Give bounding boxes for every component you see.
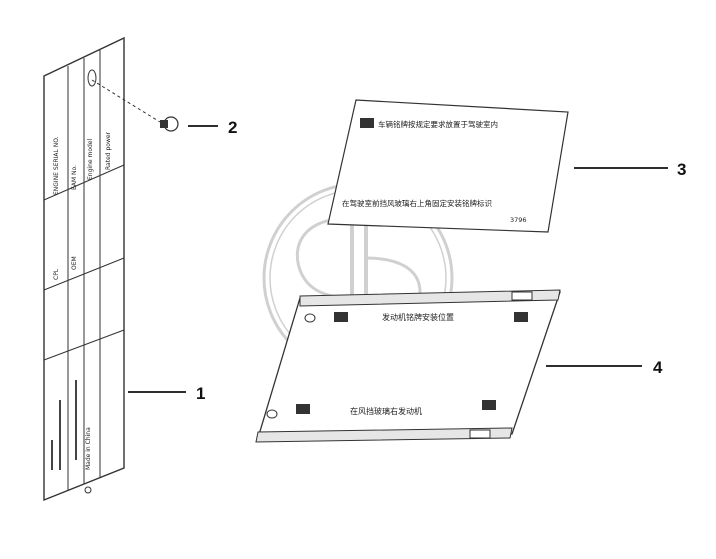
- nameplate-footer: Made in China: [85, 427, 92, 470]
- callout-number: 4: [653, 358, 663, 377]
- callout-2: 2: [188, 118, 237, 137]
- callout-number: 2: [228, 118, 237, 137]
- callout-4: 4: [546, 358, 663, 377]
- nameplate-col-header: Rated power: [105, 131, 112, 170]
- part-2-rivet: [91, 79, 179, 132]
- plate-4-line2: 在风挡玻璃右发动机: [350, 406, 422, 416]
- callout-number: 3: [677, 160, 686, 179]
- plate-3-line1: 车辆铭牌按规定要求放置于驾驶室内: [378, 119, 498, 129]
- callout-number: 1: [196, 384, 205, 403]
- part-4-mounting-plate: 发动机铭牌安装位置 在风挡玻璃右发动机: [255, 289, 561, 443]
- nameplate-col-header: OEM: [71, 256, 78, 270]
- plate-4-line1: 发动机铭牌安装位置: [382, 312, 454, 322]
- nameplate-col-header: ENGINE SERIAL NO.: [53, 136, 60, 195]
- callout-1: 1: [128, 384, 205, 403]
- part-1-nameplate: ENGINE SERIAL NO. CPL EAM No. OEM Engine…: [43, 36, 125, 502]
- nameplate-col-header: CPL: [53, 268, 60, 280]
- callout-3: 3: [574, 160, 686, 179]
- nameplate-col-header: EAM No.: [71, 165, 78, 190]
- plate-3-line2: 在驾驶室前挡风玻璃右上角固定安装铭牌标识: [342, 198, 492, 208]
- part-3-label-plate: 车辆铭牌按规定要求放置于驾驶室内 在驾驶室前挡风玻璃右上角固定安装铭牌标识 37…: [327, 99, 569, 233]
- nameplate-col-header: Engine model: [87, 139, 94, 180]
- plate-3-code: 3796: [510, 216, 527, 224]
